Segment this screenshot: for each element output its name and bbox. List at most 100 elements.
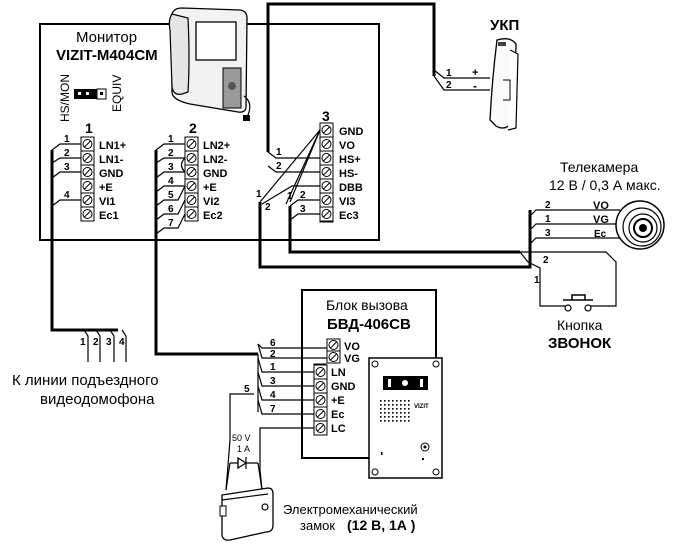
- jumper-label-equiv: EQUIV: [110, 75, 124, 112]
- monitor-model: VIZIT-M404CM: [56, 47, 158, 64]
- wire-label: 1: [446, 68, 452, 79]
- terminal-hs-plus: HS+: [339, 154, 361, 166]
- wire-label: 2: [168, 148, 174, 159]
- call-terminal-ec: Ec: [331, 409, 344, 421]
- call-terminal-vo: VO: [344, 341, 360, 353]
- terminal-hs-minus: HS-: [339, 168, 358, 180]
- wire-label: 3: [270, 376, 276, 387]
- terminal-ec2: Ec2: [203, 210, 223, 222]
- call-block-terminals: [313, 338, 341, 436]
- wire-label: 4: [270, 390, 276, 401]
- call-panel-icon: VIZIT: [368, 357, 443, 479]
- diode-current: 1 A: [237, 444, 250, 454]
- wire-label: 3: [64, 162, 70, 173]
- wire-label: 3: [106, 337, 112, 348]
- call-block-model: БВД-406СВ: [327, 316, 411, 333]
- call-terminal-plus-e: +E: [331, 395, 345, 407]
- lock-title: Электромеханический: [283, 502, 418, 517]
- wire-label: 1: [168, 134, 174, 145]
- lock-subtitle-spec: (12 В, 1А ): [347, 517, 415, 533]
- terminal-vi2: VI2: [203, 196, 220, 208]
- terminal-ln2-plus: LN2+: [203, 140, 230, 152]
- wire-label: 2: [93, 337, 99, 348]
- wire-label: 2: [545, 200, 551, 211]
- diode-voltage: 50 V: [232, 433, 251, 443]
- call-terminal-vg: VG: [344, 353, 360, 365]
- wire-label: 2: [446, 80, 452, 91]
- polarity-minus: -: [473, 79, 477, 93]
- wire-label: 1: [545, 214, 551, 225]
- wire-label: 2: [265, 202, 271, 213]
- block2-wires: [155, 143, 186, 235]
- call-panel-brand: VIZIT: [414, 404, 429, 410]
- terminal-plus-e-2: +E: [203, 182, 217, 194]
- wire-label: 2: [543, 255, 549, 266]
- line-caption-2: видеодомофона: [40, 391, 155, 408]
- camera-spec: 12 В / 0,3 А макс.: [549, 177, 661, 193]
- terminal-ec3: Ec3: [339, 210, 359, 222]
- monitor-title: Монитор: [76, 29, 137, 46]
- wire-label: 7: [270, 404, 276, 415]
- terminal-block-2: [184, 136, 199, 222]
- terminal-ln1-minus: LN1-: [99, 154, 124, 166]
- wire-label: 1: [534, 275, 540, 286]
- terminal-ec1: Ec1: [99, 210, 119, 222]
- camera-terminal-vo: VO: [593, 200, 609, 212]
- call-block-title: Блок вызова: [326, 297, 408, 313]
- wire-label: 3: [545, 228, 551, 239]
- wire-label: 2: [64, 148, 70, 159]
- button-name: ЗВОНОК: [548, 335, 612, 352]
- terminal-ln2-minus: LN2-: [203, 154, 228, 166]
- wire-label: 2: [270, 349, 276, 360]
- jumper-cap: [74, 89, 97, 99]
- terminal-vi1: VI1: [99, 196, 116, 208]
- terminal-block-3: [319, 122, 334, 223]
- terminal-vo-3: VO: [339, 140, 355, 152]
- terminal-block-1: [80, 136, 95, 222]
- jumper: HS/MON EQUIV: [58, 74, 124, 122]
- ukp-handset-icon: [489, 38, 519, 131]
- wire-label: 2: [276, 161, 282, 172]
- polarity-plus: +: [472, 67, 478, 79]
- wire-label: 6: [168, 204, 174, 215]
- wire-label: 5: [244, 384, 250, 395]
- wire-label: 1: [276, 147, 282, 158]
- wire-label: 1: [270, 362, 276, 373]
- terminal-gnd-2: GND: [203, 168, 228, 180]
- wire-label: 5: [168, 190, 174, 201]
- camera-terminal-ec: Ec: [594, 229, 607, 240]
- wire-label: 1: [287, 191, 293, 202]
- line-wires: [83, 329, 127, 362]
- lock-icon: [219, 487, 274, 541]
- line-caption-1: К линии подъездного: [12, 372, 159, 389]
- camera-terminal-vg: VG: [593, 214, 609, 226]
- lock-subtitle-prefix: замок: [300, 518, 335, 533]
- wire-label: 7: [168, 218, 174, 229]
- pushbutton-icon: [563, 294, 593, 312]
- wire-label: 3: [300, 204, 306, 215]
- terminal-dbb: DBB: [339, 182, 363, 194]
- button-title: Кнопка: [557, 317, 603, 333]
- wire-label: 1: [64, 134, 70, 145]
- terminal-gnd-3: GND: [339, 126, 364, 138]
- camera-title: Телекамера: [560, 159, 638, 175]
- wire-label: 4: [168, 176, 174, 187]
- jumper-label-hs-mon: HS/MON: [58, 74, 72, 122]
- terminal-gnd-1: GND: [99, 168, 124, 180]
- call-terminal-gnd: GND: [331, 381, 356, 393]
- button-wires: [519, 251, 617, 307]
- wire-label: 4: [119, 337, 125, 348]
- block3-number: 3: [322, 108, 330, 124]
- ukp-title: УКП: [490, 17, 519, 34]
- diode-icon: [225, 456, 263, 491]
- terminal-vi3: VI3: [339, 196, 356, 208]
- wire-label: 2: [300, 190, 306, 201]
- wire-label: 4: [64, 190, 70, 201]
- camera-icon: [615, 200, 665, 250]
- wire-label: 1: [256, 189, 262, 200]
- camera-wires: [529, 209, 620, 245]
- block3-wires: [259, 129, 321, 221]
- block1-number: 1: [85, 120, 93, 136]
- monitor-device-icon: [168, 7, 251, 121]
